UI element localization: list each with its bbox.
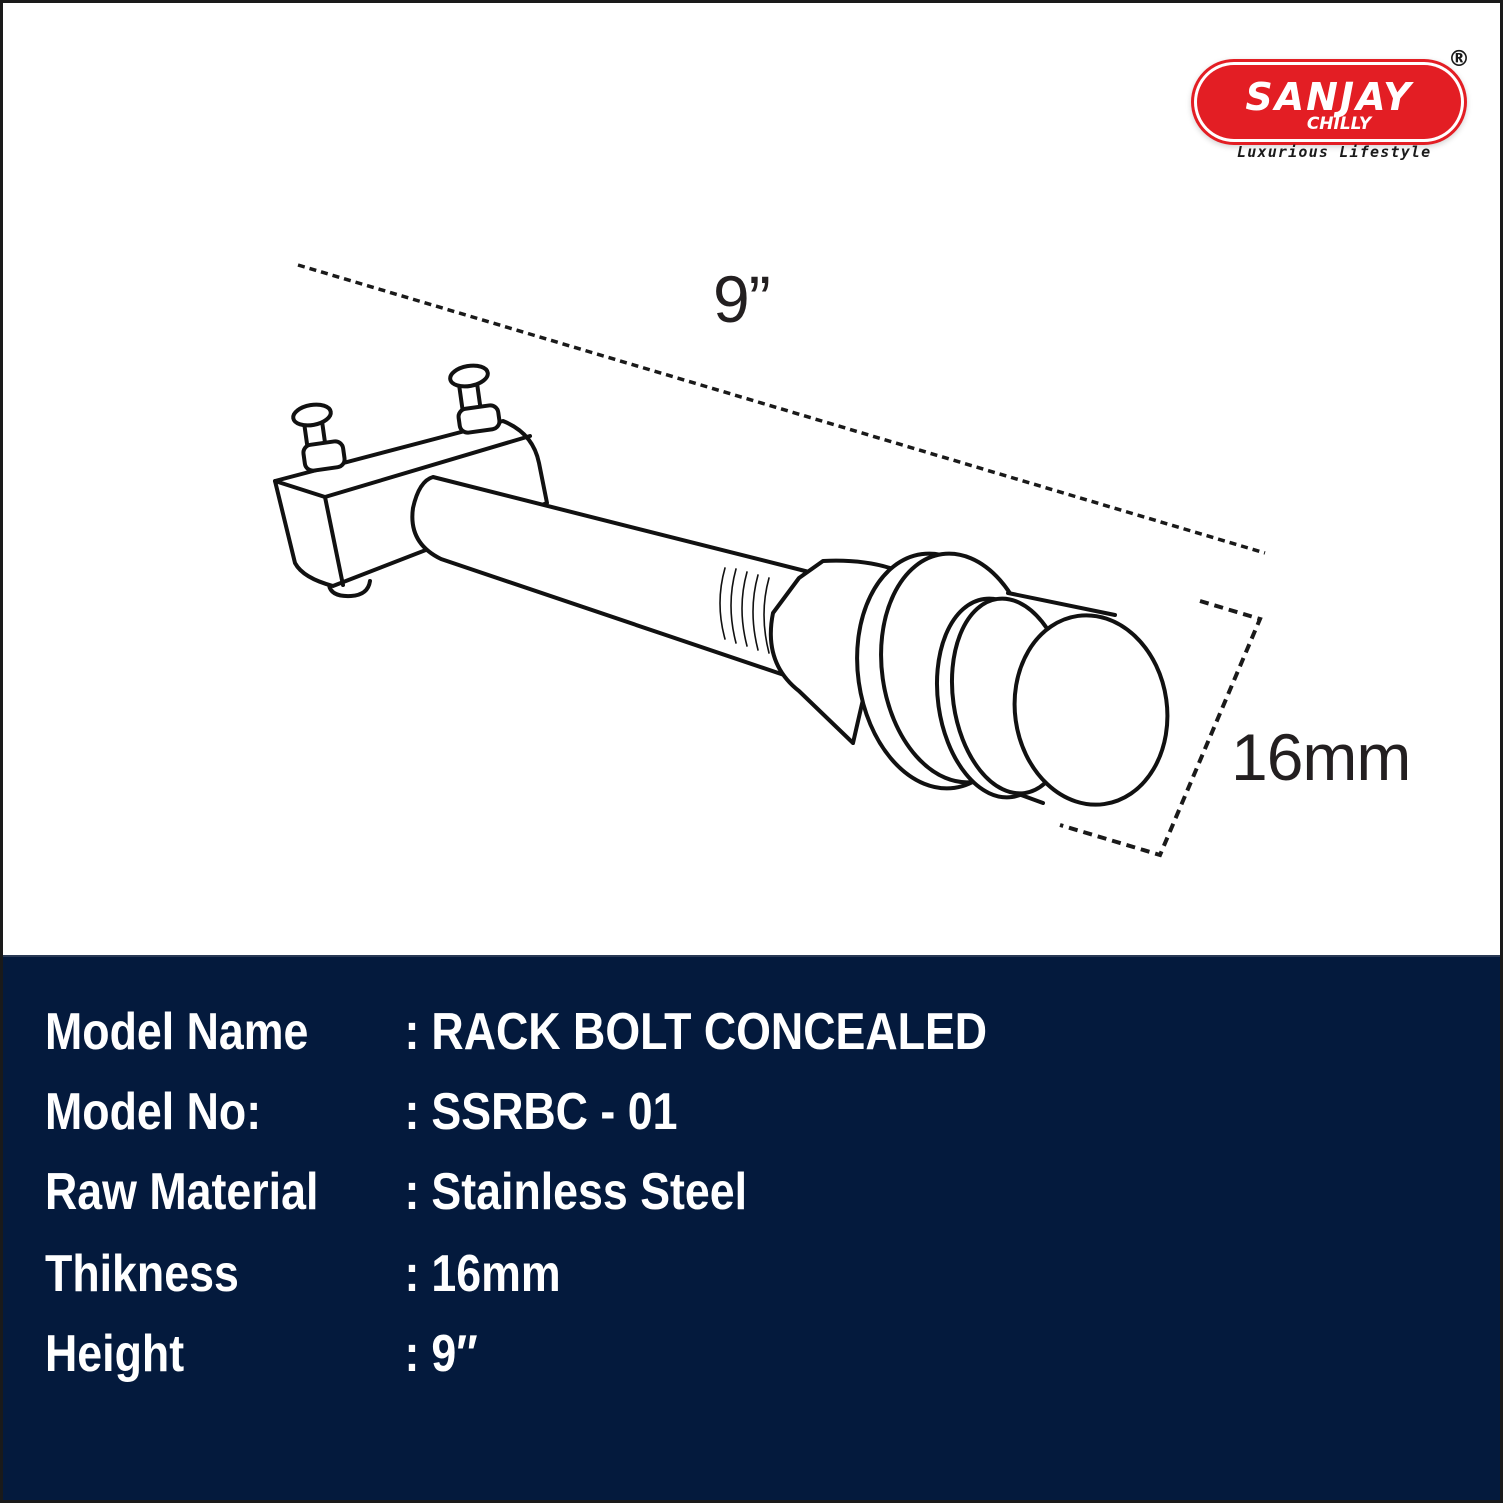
spec-label: Height bbox=[45, 1325, 185, 1383]
spec-value: :Stainless Steel bbox=[404, 1157, 747, 1227]
logo-sub-brand: CHILLY bbox=[1306, 114, 1372, 134]
separator: : bbox=[404, 1083, 420, 1141]
spec-value-text: 9″ bbox=[431, 1325, 478, 1383]
spec-label: Raw Material bbox=[45, 1163, 319, 1221]
brand-logo: SANJAY CHILLY ® Luxurious Lifestyle bbox=[1193, 47, 1473, 169]
logo-pill-shape: SANJAY CHILLY bbox=[1197, 65, 1461, 139]
separator: : bbox=[404, 1003, 420, 1061]
screw-right-icon bbox=[448, 363, 502, 435]
length-dimension-label: 9” bbox=[713, 262, 771, 336]
separator: : bbox=[404, 1325, 420, 1383]
specifications-panel: Model Name :RACK BOLT CONCEALED Model No… bbox=[3, 955, 1500, 1500]
separator: : bbox=[404, 1245, 420, 1303]
spec-value-text: RACK BOLT CONCEALED bbox=[431, 1003, 988, 1061]
thickness-dimension-label: 16mm bbox=[1231, 720, 1411, 794]
spec-label: Model No: bbox=[45, 1083, 262, 1141]
spec-value: :SSRBC - 01 bbox=[404, 1077, 677, 1147]
spec-value-text: SSRBC - 01 bbox=[431, 1083, 678, 1141]
bolt-body bbox=[273, 363, 1170, 807]
logo-brand-name: SANJAY bbox=[1245, 75, 1413, 119]
spec-value-text: 16mm bbox=[431, 1245, 561, 1303]
spec-label: Thikness bbox=[45, 1245, 239, 1303]
logo-tagline: Luxurious Lifestyle bbox=[1237, 143, 1432, 161]
screw-left-icon bbox=[291, 402, 347, 473]
dimension-lines bbox=[297, 263, 1266, 858]
spec-label: Model Name bbox=[45, 1003, 309, 1061]
separator: : bbox=[404, 1163, 420, 1221]
spec-value: :16mm bbox=[404, 1239, 560, 1309]
product-drawing-area: 9” 16mm SANJAY CHILLY ® Luxurious Lifest… bbox=[3, 3, 1500, 955]
spec-value: :RACK BOLT CONCEALED bbox=[404, 997, 987, 1067]
rack-bolt-drawing-icon bbox=[273, 263, 1266, 858]
registered-mark-icon: ® bbox=[1448, 47, 1470, 72]
spec-value-text: Stainless Steel bbox=[431, 1163, 748, 1221]
spec-value: :9″ bbox=[404, 1319, 477, 1389]
